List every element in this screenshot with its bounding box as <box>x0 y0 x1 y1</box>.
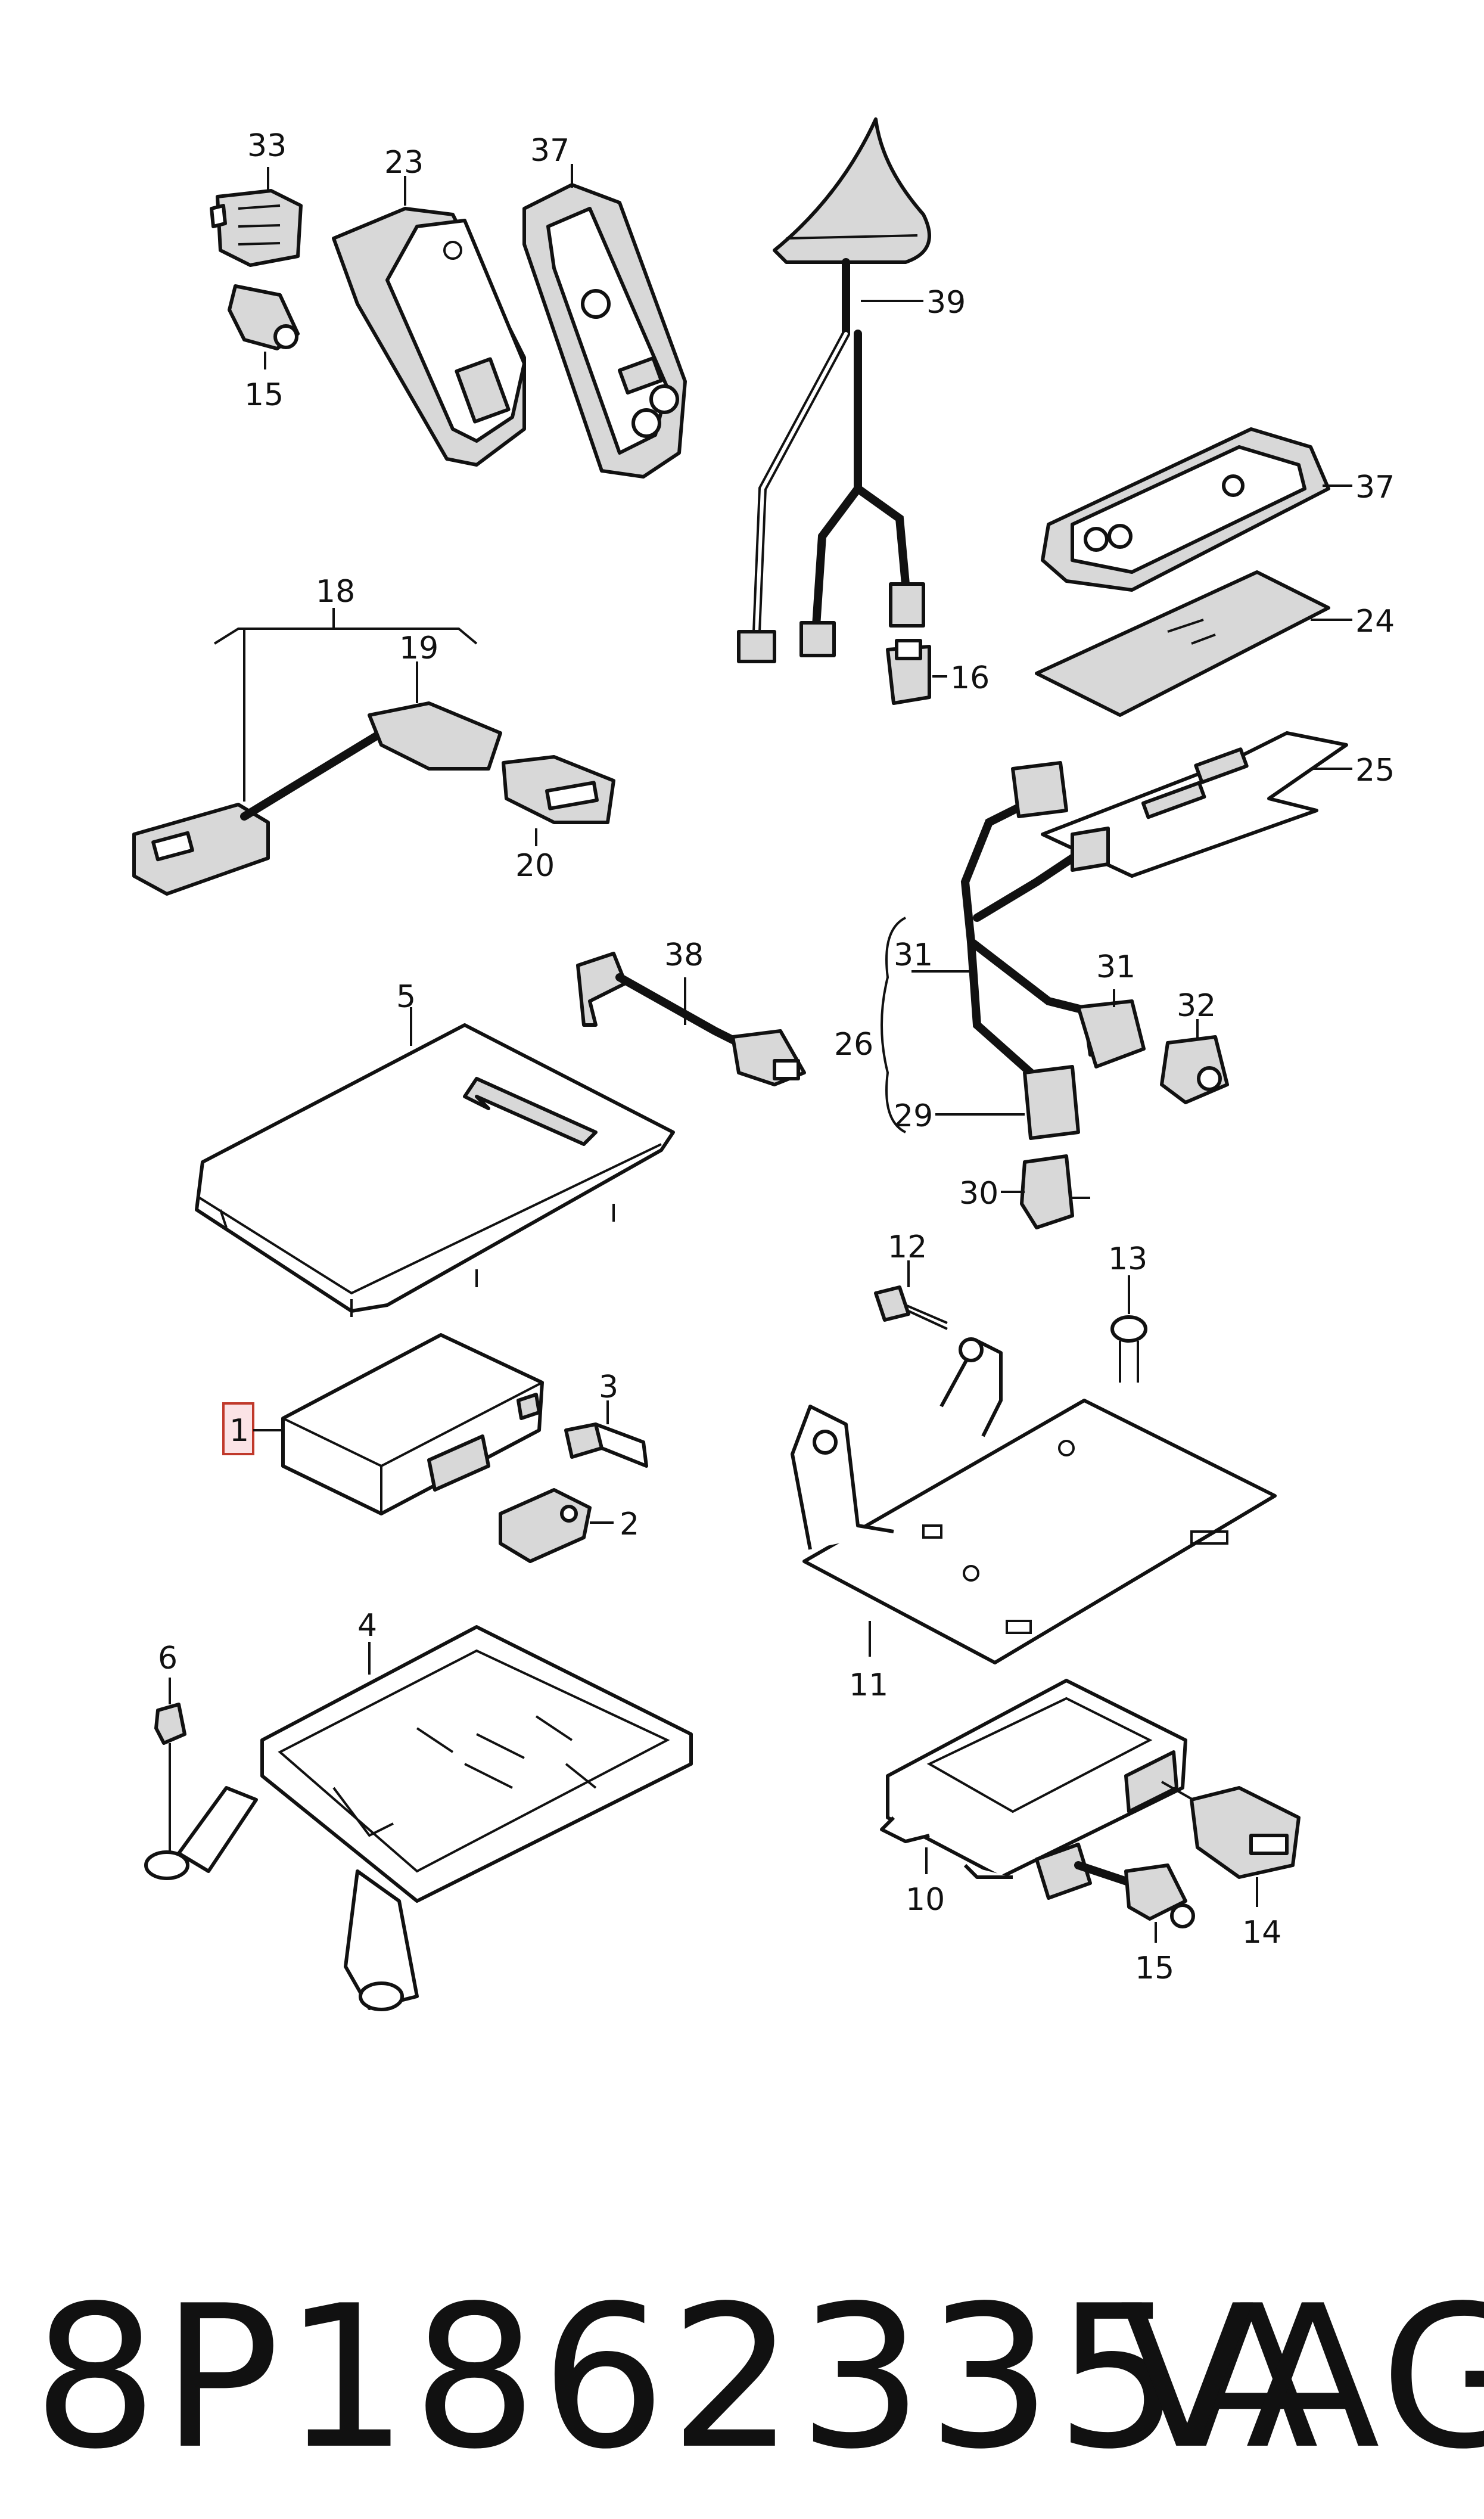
callout-20: 20 <box>515 848 555 884</box>
bracket-18 <box>213 628 478 645</box>
part-24-plate <box>1035 570 1330 717</box>
part-number: 8P1862335A <box>33 2263 1323 2492</box>
part-6-stud <box>154 1703 186 1859</box>
callout-37-top: 37 <box>530 133 570 169</box>
leader-18 <box>243 608 335 802</box>
part-3-plug <box>564 1422 648 1468</box>
callout-15-top: 15 <box>244 377 284 413</box>
parts-diagram: 33 15 23 37 39 <box>132 117 1395 2011</box>
callout-25: 25 <box>1355 753 1395 788</box>
callout-18: 18 <box>316 574 355 610</box>
callout-37-right: 37 <box>1355 470 1395 505</box>
part-33-connector <box>210 189 303 267</box>
part-32-connector <box>1160 1035 1229 1104</box>
callout-23: 23 <box>384 145 424 181</box>
part-37-cover-right <box>1041 427 1330 592</box>
callout-6: 6 <box>158 1641 178 1676</box>
part-10-module <box>880 1679 1187 1879</box>
callout-1: 1 <box>229 1413 249 1449</box>
callout-5: 5 <box>396 979 416 1015</box>
part-5-cover <box>195 1023 675 1317</box>
callout-19: 19 <box>399 630 438 666</box>
callout-14: 14 <box>1242 1915 1281 1950</box>
callout-4: 4 <box>357 1608 377 1644</box>
part-18-cable-assembly <box>132 701 502 896</box>
callout-15-bottom: 15 <box>1135 1950 1174 1986</box>
callout-24: 24 <box>1355 604 1395 639</box>
part-13-screw <box>1110 1315 1147 1383</box>
callout-29: 29 <box>894 1098 933 1134</box>
callout-1-highlight <box>222 1402 254 1455</box>
callout-13: 13 <box>1108 1241 1147 1277</box>
callout-26: 26 <box>834 1027 873 1063</box>
part-39-antenna <box>737 117 931 663</box>
callout-39: 39 <box>926 285 966 321</box>
callout-31-b: 31 <box>1096 949 1135 985</box>
callout-16: 16 <box>950 660 990 696</box>
callout-32: 32 <box>1177 988 1216 1024</box>
footer: 8P1862335A VAG <box>0 2253 1484 2503</box>
part-14-connector <box>1161 1781 1301 1879</box>
callout-30: 30 <box>959 1176 998 1212</box>
callout-38: 38 <box>664 937 704 973</box>
part-37-adapter-top <box>522 183 687 479</box>
part-4-tray <box>144 1625 693 2011</box>
part-15-connector-bottom <box>1035 1843 1195 1928</box>
callout-3: 3 <box>599 1369 618 1405</box>
part-30-plug <box>1020 1154 1090 1229</box>
callout-12: 12 <box>888 1229 927 1265</box>
part-25-board <box>1041 731 1348 878</box>
part-16-plug <box>886 639 931 705</box>
brand-label: VAG <box>1120 2263 1484 2492</box>
part-38-antenna-cable <box>576 952 806 1086</box>
part-31-connector <box>1077 999 1146 1069</box>
callout-33: 33 <box>247 128 287 164</box>
part-2-connector <box>499 1488 592 1563</box>
callout-2: 2 <box>620 1507 639 1542</box>
callout-31-a: 31 <box>894 937 933 973</box>
part-11-bracket <box>791 1337 1277 1664</box>
part-23-cradle <box>332 207 526 467</box>
part-20-connector <box>502 755 615 824</box>
callout-11: 11 <box>849 1667 888 1703</box>
part-1-module <box>281 1333 544 1515</box>
callout-10: 10 <box>906 1882 945 1918</box>
brace-26 <box>881 917 906 1133</box>
part-12-bolt <box>874 1285 948 1330</box>
part-15-connector-top <box>228 284 300 350</box>
